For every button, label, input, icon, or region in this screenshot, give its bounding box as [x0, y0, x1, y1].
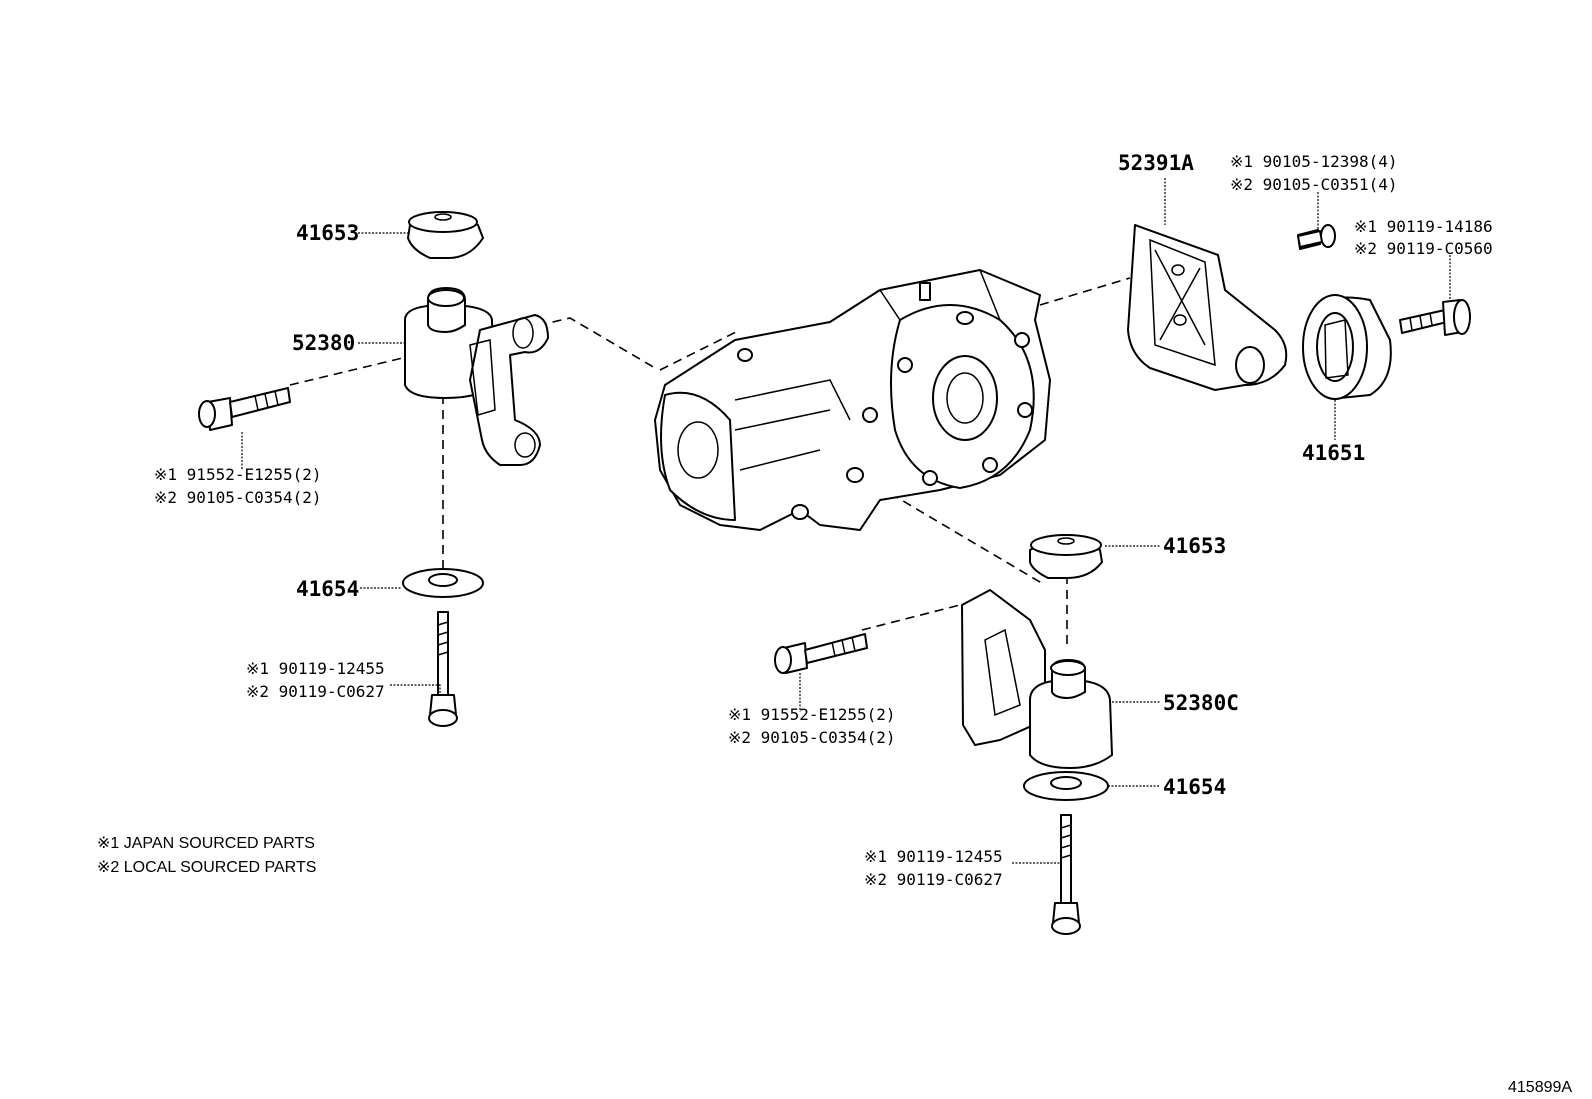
callout-41651: 41651	[1302, 441, 1365, 465]
rear-differential-carrier	[654, 269, 1051, 531]
legend-japan: ※1 JAPAN SOURCED PARTS	[97, 835, 315, 852]
cushion-cap-41653-left	[407, 211, 484, 259]
callout-bolt-bushing-2: ※2 90119-C0560	[1354, 239, 1493, 258]
callout-bolt-left-2: ※2 90105-C0354(2)	[154, 488, 322, 507]
callout-bolt-bracket-1: ※1 90105-12398(4)	[1230, 152, 1398, 171]
callout-41653-left: 41653	[296, 221, 359, 245]
callout-bolt-right-1: ※1 91552-E1255(2)	[728, 705, 896, 724]
cushion-washer-41654-right	[1023, 771, 1109, 801]
bolt-91552-right	[774, 633, 868, 674]
differential-mount-52380	[404, 287, 549, 466]
diff-support-bracket-52391A	[1127, 224, 1288, 391]
legend: ※1 JAPAN SOURCED PARTS ※2 LOCAL SOURCED …	[97, 835, 316, 876]
bushing-41651	[1302, 294, 1392, 400]
bolt-90119-right	[1399, 299, 1471, 336]
callout-41653-right: 41653	[1163, 534, 1226, 558]
callout-41654-left: 41654	[296, 577, 359, 601]
callout-52391A: 52391A	[1118, 151, 1194, 175]
callout-bolt-lower-right-1: ※1 90119-12455	[864, 847, 1003, 866]
cushion-washer-41654-left	[402, 568, 484, 598]
callout-bolt-bracket-2: ※2 90105-C0351(4)	[1230, 175, 1398, 194]
callout-bolt-right-2: ※2 90105-C0354(2)	[728, 728, 896, 747]
leader-lines	[241, 178, 1451, 864]
callout-bolt-lower-left-2: ※2 90119-C0627	[246, 682, 385, 701]
callout-bolt-lower-right-2: ※2 90119-C0627	[864, 870, 1003, 889]
callout-52380C: 52380C	[1163, 691, 1239, 715]
callout-labels: 41653 52380 ※1 91552-E1255(2) ※2 90105-C…	[154, 151, 1493, 889]
callout-bolt-lower-left-1: ※1 90119-12455	[246, 659, 385, 678]
callout-41654-right: 41654	[1163, 775, 1226, 799]
legend-local: ※2 LOCAL SOURCED PARTS	[97, 859, 316, 876]
bolt-90105-right	[1297, 224, 1336, 250]
callout-bolt-left-1: ※1 91552-E1255(2)	[154, 465, 322, 484]
callout-bolt-bushing-1: ※1 90119-14186	[1354, 217, 1493, 236]
callout-52380: 52380	[292, 331, 355, 355]
cushion-cap-41653-right	[1029, 534, 1103, 579]
bolt-90119-lower-right	[1051, 814, 1081, 935]
bolt-90119-left	[428, 611, 458, 727]
differential-mount-52380C	[961, 589, 1113, 769]
figure-number: 415899A	[1508, 1079, 1572, 1096]
bolt-91552-left	[198, 387, 291, 431]
